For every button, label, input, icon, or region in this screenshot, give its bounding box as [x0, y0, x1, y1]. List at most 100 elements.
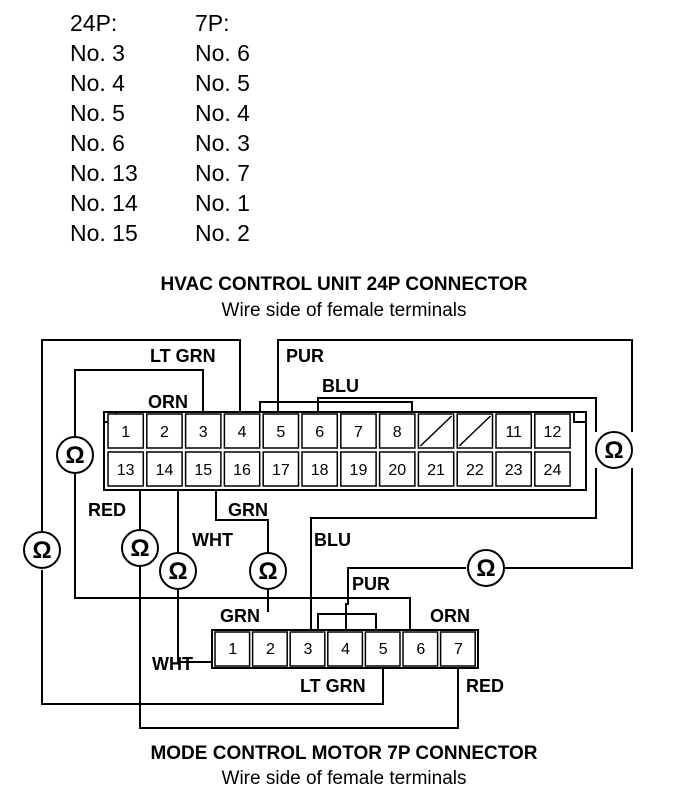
hvac-terminal-cell — [534, 451, 571, 487]
hvac-terminal-cell — [223, 413, 261, 449]
label-pur-top: PUR — [286, 346, 324, 366]
hvac-terminal-number: 23 — [505, 462, 523, 479]
hvac-terminal-number: 24 — [544, 462, 562, 479]
motor-terminal-cell — [289, 631, 326, 667]
hvac-terminal-cell — [301, 451, 339, 487]
hvac-terminal-cell — [184, 451, 222, 487]
ohm-symbol: Ω — [130, 535, 149, 562]
motor-terminal-cell — [439, 631, 476, 667]
motor-terminal-number: 5 — [379, 641, 388, 658]
hvac-terminal-cell — [107, 451, 145, 487]
hvac-terminal-number: 15 — [194, 462, 212, 479]
motor-terminal-cell — [327, 631, 364, 667]
motor-terminal-cell — [402, 631, 439, 667]
ohmmeter-icon — [159, 552, 197, 590]
hvac-terminal-cell — [146, 413, 183, 449]
pin-24p: No. 15 — [70, 220, 138, 246]
motor-terminal-number: 6 — [416, 641, 425, 658]
hvac-terminal-cell — [223, 451, 261, 487]
hvac-terminal-cell — [146, 451, 183, 487]
ohm-symbol: Ω — [258, 558, 277, 585]
label-wht-bottom: WHT — [152, 654, 193, 674]
hvac-terminal-cell — [340, 413, 377, 449]
hvac-terminal-cell — [378, 451, 416, 487]
motor-terminal-cell — [251, 631, 288, 667]
pin-24p: No. 3 — [70, 40, 125, 66]
pin-24p: No. 4 — [70, 70, 125, 96]
hvac-connector-title: HVAC CONTROL UNIT 24P CONNECTOR — [160, 274, 528, 295]
hvac-terminal-number: 21 — [427, 462, 445, 479]
hvac-terminal-cell — [495, 413, 533, 449]
hvac-terminal-number: 3 — [199, 424, 208, 441]
hvac-terminal-number: 6 — [315, 424, 324, 441]
label-lt-grn-bottom: LT GRN — [300, 676, 366, 696]
motor-terminal-cell — [364, 631, 401, 667]
motor-terminal-cell — [214, 631, 251, 667]
label-orn-top: ORN — [148, 392, 188, 412]
hvac-terminal-number: 18 — [311, 462, 329, 479]
motor-terminal-cells: 1 2 3 4 5 6 7 — [214, 631, 476, 667]
ohm-symbol: Ω — [65, 442, 84, 469]
hvac-terminal-cell — [107, 413, 145, 449]
hvac-terminal-cell — [301, 413, 339, 449]
blank-terminal-slash — [419, 415, 453, 447]
ohm-symbol: Ω — [604, 437, 623, 464]
pin-7p: No. 3 — [195, 130, 250, 156]
label-pur-bottom: PUR — [352, 574, 390, 594]
wire-red — [139, 489, 459, 729]
hvac-terminal-cell — [534, 413, 571, 449]
label-blu-mid: BLU — [314, 530, 351, 550]
hvac-terminal-number: 17 — [272, 462, 290, 479]
pin-24p: No. 6 — [70, 130, 125, 156]
motor-terminal-number: 4 — [341, 641, 350, 658]
header-24p: 24P: — [70, 10, 118, 36]
wire-grn — [215, 489, 269, 612]
motor-terminal-number: 2 — [266, 641, 275, 658]
pin-table-header: 24P:7P: — [70, 8, 250, 38]
pin-7p: No. 4 — [195, 100, 250, 126]
ohmmeter-icon — [23, 531, 61, 569]
hvac-terminal-cell — [262, 451, 300, 487]
label-grn-bottom: GRN — [220, 606, 260, 626]
hvac-terminal-cell — [262, 413, 300, 449]
label-red-left: RED — [88, 500, 126, 520]
hvac-terminal-number: 14 — [156, 462, 174, 479]
hvac-terminal-number: 4 — [238, 424, 247, 441]
pin-table-row: No. 3 No. 6 — [70, 38, 250, 68]
hvac-terminal-number: 12 — [544, 424, 562, 441]
hvac-terminal-number: 16 — [233, 462, 251, 479]
motor-connector-title: MODE CONTROL MOTOR 7P CONNECTOR — [150, 743, 538, 764]
hvac-terminal-cell — [184, 413, 222, 449]
pin-7p: No. 6 — [195, 40, 250, 66]
hvac-terminal-cell — [495, 451, 533, 487]
hvac-terminal-cell — [417, 451, 455, 487]
wire-blu — [310, 397, 597, 632]
wire-lt-grn — [41, 339, 384, 705]
wires — [41, 339, 633, 729]
hvac-terminal-cell — [340, 451, 377, 487]
ohmmeter-icon — [249, 552, 287, 590]
hvac-terminal-number: 22 — [466, 462, 484, 479]
hvac-terminal-number: 2 — [160, 424, 169, 441]
blank-terminal-slash — [458, 415, 492, 447]
motor-terminal-number: 1 — [228, 641, 237, 658]
ohmmeter-icon — [121, 529, 159, 567]
hvac-terminal-number: 13 — [117, 462, 135, 479]
pin-7p: No. 7 — [195, 160, 250, 186]
motor-terminal-number: 3 — [304, 641, 313, 658]
hvac-connector-subtitle: Wire side of female terminals — [221, 300, 467, 321]
motor-terminal-number: 7 — [454, 641, 463, 658]
ohm-symbol: Ω — [168, 558, 187, 585]
pin-24p: No. 14 — [70, 190, 138, 216]
label-orn-bottom: ORN — [430, 606, 470, 626]
label-red-bottom: RED — [466, 676, 504, 696]
hvac-terminal-cell — [378, 413, 416, 449]
